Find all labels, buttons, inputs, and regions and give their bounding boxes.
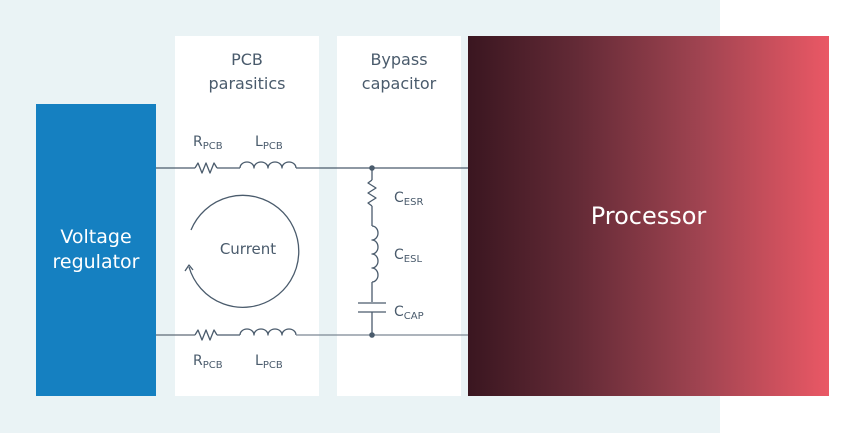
bypass-capacitor-title: Bypass capacitor — [337, 48, 461, 96]
bottom-junction-dot — [369, 332, 375, 338]
esl-inductor-symbol — [371, 225, 379, 283]
bottom-inductor-label: LPCB — [255, 353, 283, 371]
bottom-resistor-symbol — [194, 329, 218, 341]
cap-cap-label: CCAP — [394, 304, 424, 322]
bypass-title-line1: Bypass — [370, 50, 428, 69]
voltage-regulator-block: Voltage regulator — [36, 104, 156, 396]
current-loop-arc — [188, 194, 300, 308]
bottom-resistor-label: RPCB — [193, 353, 223, 371]
bypass-title-line2: capacitor — [361, 74, 437, 93]
current-loop-label: Current — [220, 240, 276, 258]
pcb-parasitics-title: PCB parasitics — [175, 48, 319, 96]
bypass-capacitor-column: Bypass capacitor — [337, 36, 461, 396]
vreg-line1: Voltage — [60, 226, 132, 248]
top-inductor-symbol — [239, 161, 297, 169]
pcb-title-line2: parasitics — [208, 74, 286, 93]
top-junction-dot — [369, 165, 375, 171]
top-inductor-label: LPCB — [255, 134, 283, 152]
top-resistor-symbol — [194, 162, 218, 174]
top-resistor-label: RPCB — [193, 134, 223, 152]
voltage-regulator-label: Voltage regulator — [53, 225, 140, 275]
processor-block: Processor — [468, 36, 829, 396]
cap-esr-label: CESR — [394, 190, 423, 208]
vreg-line2: regulator — [52, 251, 140, 273]
processor-label: Processor — [590, 202, 707, 230]
bottom-inductor-symbol — [239, 328, 297, 336]
esr-resistor-symbol — [367, 179, 377, 207]
current-loop-arrowhead — [184, 264, 194, 272]
pcb-title-line1: PCB — [231, 50, 263, 69]
cap-esl-label: CESL — [394, 247, 422, 265]
